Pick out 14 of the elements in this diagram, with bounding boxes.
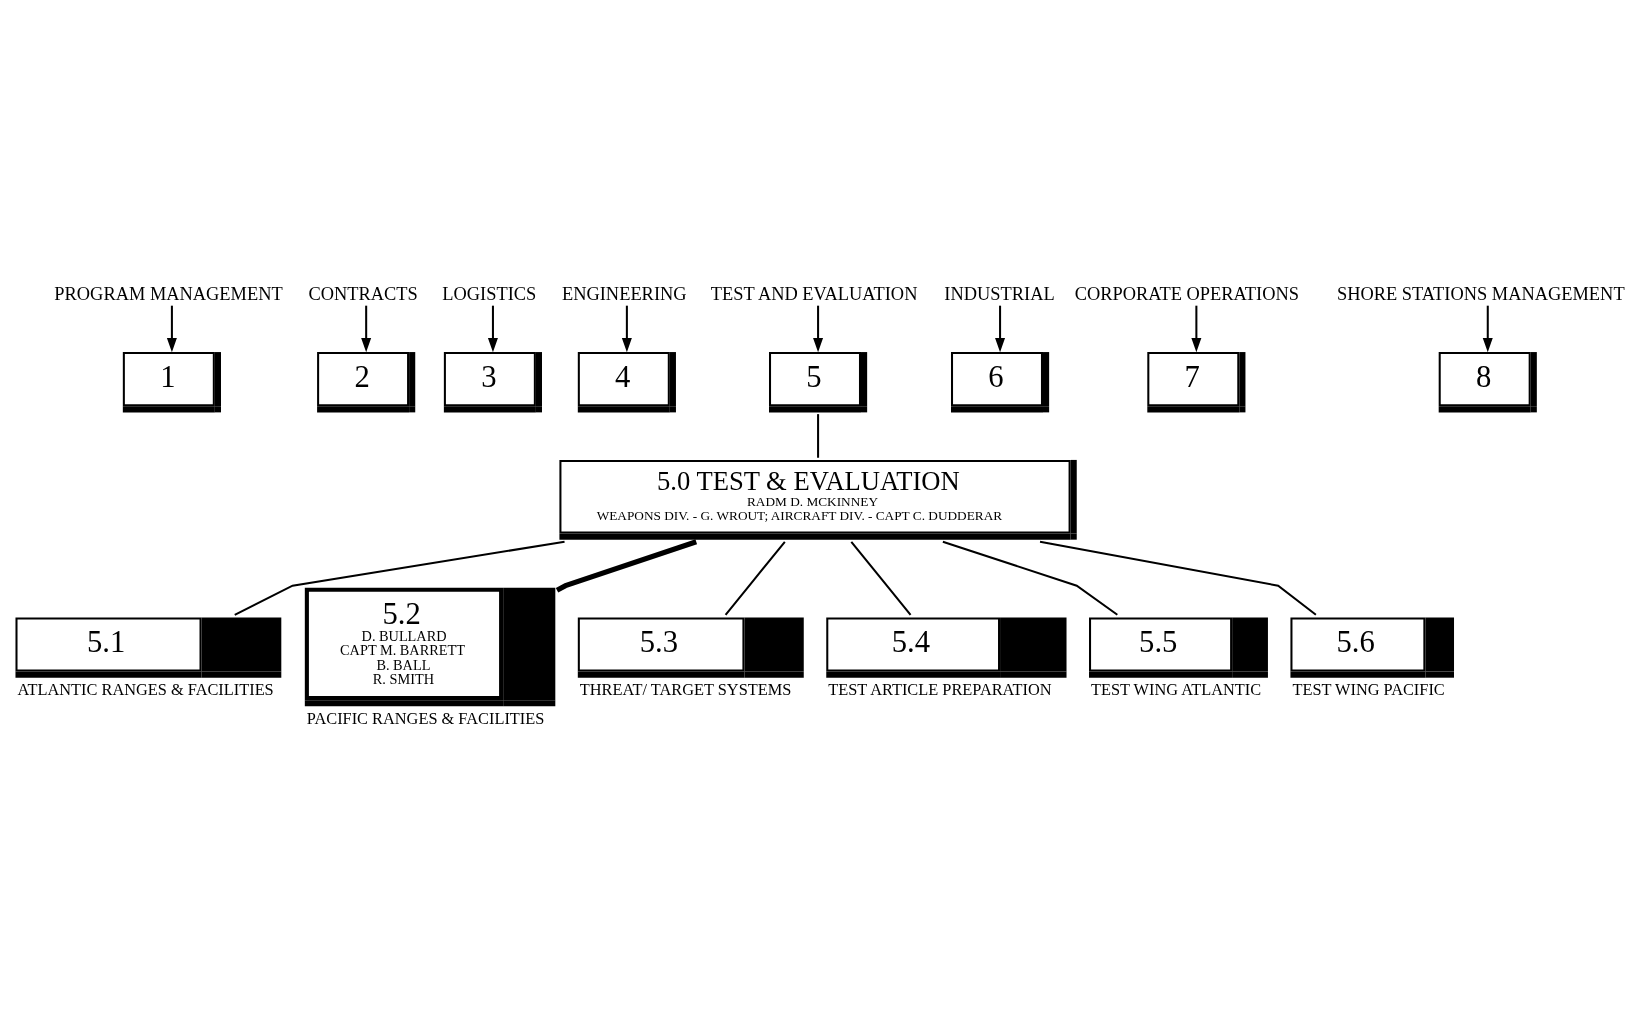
node-text: TEST AND EVALUATION — [710, 283, 918, 304]
node-label: ATLANTIC RANGES & FACILITIES — [17, 679, 274, 699]
node-text: CONTRACTS — [308, 283, 418, 304]
node-text: INDUSTRIAL — [944, 283, 1055, 304]
node-label: TEST ARTICLE PREPARATION — [828, 679, 1052, 699]
node-label: THREAT/ TARGET SYSTEMS — [579, 679, 792, 699]
node-text: SHORE STATIONS MANAGEMENT — [1336, 283, 1625, 304]
node-text: CORPORATE OPERATIONS — [1074, 283, 1299, 304]
node-text: ENGINEERING — [561, 283, 687, 304]
node-label: PACIFIC RANGES & FACILITIES — [306, 708, 545, 728]
node-label: TEST WING PACIFIC — [1292, 679, 1445, 699]
node-text: PROGRAM MANAGEMENT — [54, 283, 283, 304]
node-label: TEST WING ATLANTIC — [1091, 679, 1262, 699]
node-text: LOGISTICS — [442, 283, 537, 304]
